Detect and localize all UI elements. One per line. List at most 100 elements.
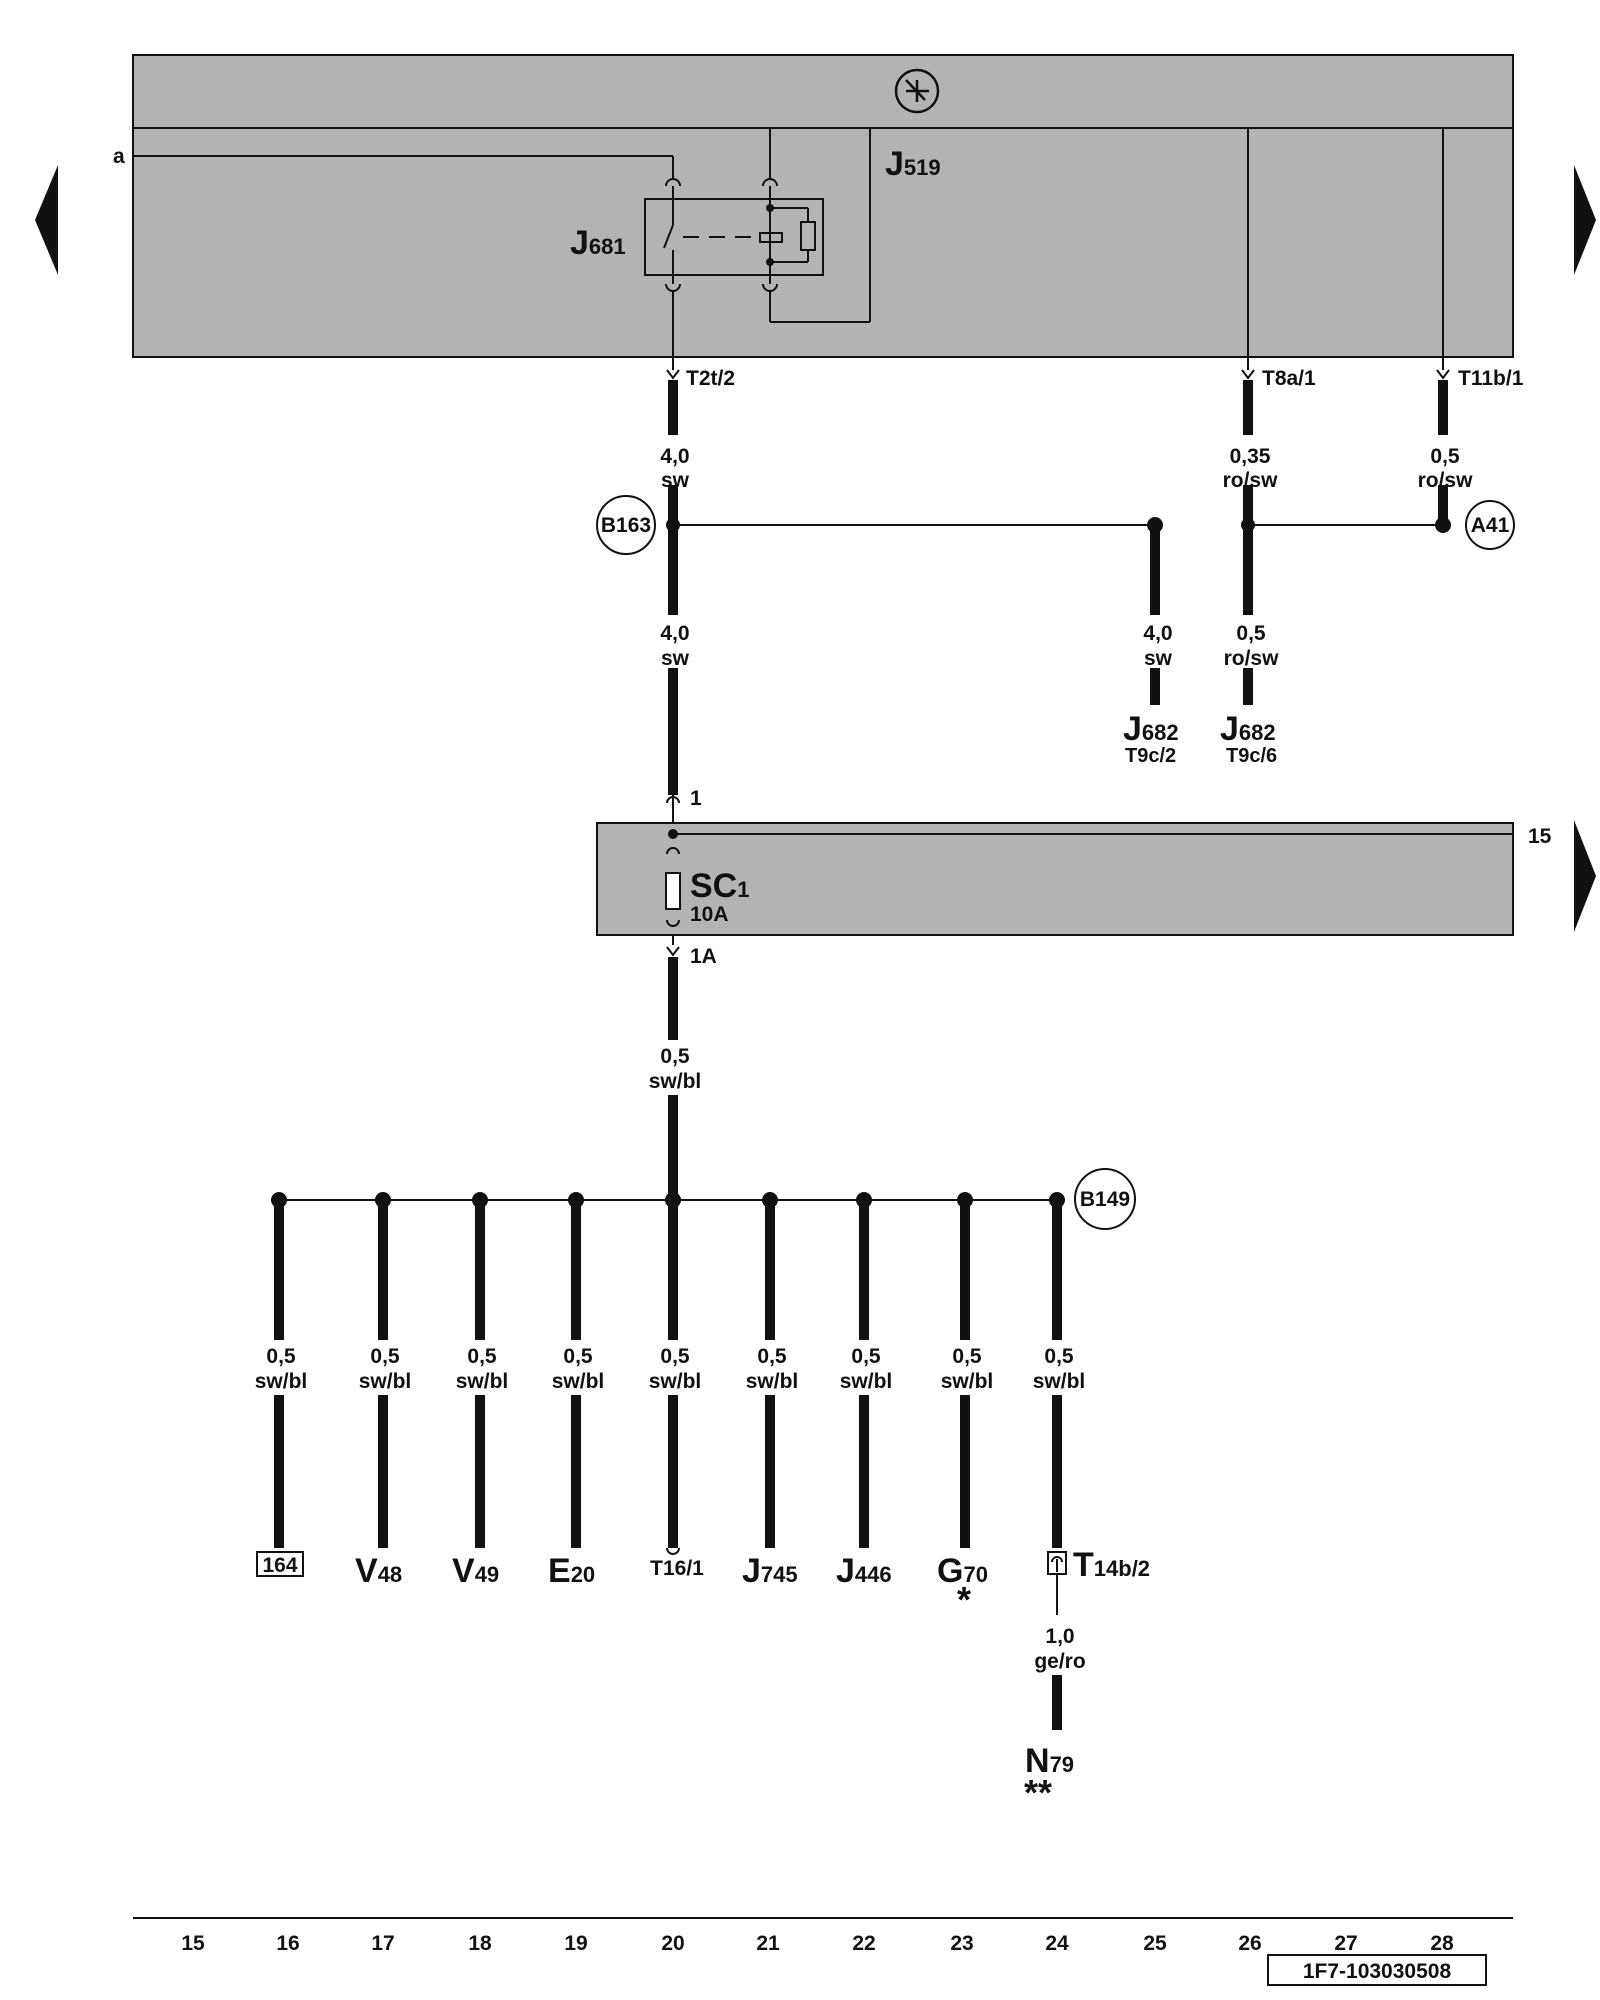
b163-label: B163 (601, 514, 651, 537)
a41-junction-circle (1465, 500, 1515, 550)
terminal-label: V49 (452, 1552, 499, 1590)
wire-label-size: 0,35 (1230, 445, 1271, 468)
diagram-id: 1F7-103030508 (1303, 1960, 1452, 1983)
grid-number: 22 (852, 1932, 875, 1955)
wire-label-size: 0,5 (1044, 1345, 1074, 1368)
terminal-label: J446 (836, 1552, 892, 1590)
terminal-label: 164 (262, 1554, 297, 1577)
svg-text:1: 1 (690, 787, 702, 810)
terminal-label: J745 (742, 1552, 798, 1590)
wire-label-size: 0,5 (563, 1345, 593, 1368)
b163-junction-circle (596, 495, 656, 555)
j682-right-pin: T9c/6 (1226, 745, 1277, 767)
wire-label-color: sw/bl (552, 1370, 605, 1393)
wire-label-size: 0,5 (467, 1345, 497, 1368)
n79-label: N79 (1025, 1742, 1074, 1780)
terminal-label: T14b/2 (1073, 1546, 1150, 1584)
fuse-panel (596, 822, 1514, 936)
wire-label-color: sw/bl (1033, 1370, 1086, 1393)
wire-label-size: 1,0 (1045, 1625, 1074, 1648)
grid-number: 16 (276, 1932, 299, 1955)
j682-left-pin: T9c/2 (1125, 745, 1176, 767)
grid-number: 20 (661, 1932, 684, 1955)
sc1-label: SC1 (690, 867, 749, 905)
wire-label-color: ro/sw (1224, 647, 1280, 670)
terminal-label: E20 (548, 1552, 595, 1590)
connector-t11b: T11b/1 (1436, 367, 1524, 390)
j682-right-label: J682 (1220, 710, 1276, 748)
svg-text:1A: 1A (690, 945, 717, 968)
wire-label-color: ro/sw (1223, 469, 1279, 492)
wire-label-color: sw/bl (746, 1370, 799, 1393)
diagram-id-box (1267, 1954, 1487, 1986)
branch-wire: 0,5sw/bl 164 (255, 1192, 308, 1577)
wire-label-size: 0,5 (660, 1345, 690, 1368)
wire-label-color: sw/bl (941, 1370, 994, 1393)
wire-label-size: 0,5 (757, 1345, 787, 1368)
arrow-right-icon-lower[interactable] (1574, 820, 1596, 932)
wire-label-color: ro/sw (1418, 469, 1474, 492)
wire-label-size: 4,0 (660, 445, 689, 468)
grid-number: 23 (950, 1932, 973, 1955)
wire-label-color: sw (1144, 647, 1173, 670)
central-electrics-symbol-icon (894, 68, 940, 114)
a41-label: A41 (1471, 514, 1510, 537)
wire-label-color: sw/bl (840, 1370, 893, 1393)
branches: 0,5sw/bl1640,5sw/blV480,5sw/blV490,5sw/b… (255, 1192, 1150, 1620)
b149-junction-circle (1074, 1168, 1136, 1230)
connector-sc-out: 1A (666, 945, 717, 968)
grid-number: 15 (181, 1932, 205, 1955)
wire-label-size: 0,5 (1430, 445, 1460, 468)
wire-label-size: 0,5 (660, 1045, 690, 1068)
terminal-mark: * (957, 1579, 971, 1620)
wire-label-size: 0,5 (266, 1345, 296, 1368)
wire-label-color: sw/bl (649, 1070, 702, 1093)
arrow-left-icon[interactable] (35, 165, 58, 275)
n79-mark: ** (1024, 1772, 1052, 1813)
svg-text:T2t/2: T2t/2 (686, 367, 735, 390)
grid-number: 21 (756, 1932, 780, 1955)
terminal-15-label: 15 (1528, 825, 1552, 848)
wire-label-color: ge/ro (1034, 1650, 1085, 1673)
wire-label-size: 0,5 (952, 1345, 982, 1368)
grid-number: 18 (468, 1932, 492, 1955)
wire-label-color: sw (661, 469, 690, 492)
j519-label: J519 (885, 145, 941, 183)
wire-label-color: sw/bl (255, 1370, 308, 1393)
wire-label-color: sw/bl (649, 1370, 702, 1393)
connector-t2t: T2t/2 (666, 367, 735, 390)
grid-number: 26 (1238, 1932, 1261, 1955)
b149-label: B149 (1080, 1188, 1130, 1211)
wire-label-size: 4,0 (1143, 622, 1172, 645)
svg-text:T11b/1: T11b/1 (1458, 367, 1524, 390)
fuse-sc1-symbol (665, 872, 681, 910)
terminal-label: V48 (355, 1552, 402, 1590)
signal-a-label: a (113, 145, 125, 168)
grid-number: 19 (564, 1932, 587, 1955)
grid-number: 27 (1334, 1932, 1357, 1955)
wire-label-size: 0,5 (851, 1345, 881, 1368)
j681-label: J681 (570, 224, 626, 262)
grid-number: 28 (1430, 1932, 1454, 1955)
terminal-label: T16/1 (650, 1557, 704, 1580)
wire-label-color: sw (661, 647, 690, 670)
connector-t8a: T8a/1 (1241, 367, 1316, 390)
wire-label-size: 0,5 (370, 1345, 400, 1368)
grid-number: 25 (1143, 1932, 1167, 1955)
arrow-right-icon[interactable] (1574, 165, 1596, 275)
grid-number: 24 (1045, 1932, 1069, 1955)
wire-label-size: 4,0 (660, 622, 689, 645)
svg-text:T8a/1: T8a/1 (1262, 367, 1316, 390)
j682-left-label: J682 (1123, 710, 1179, 748)
wire-label-size: 0,5 (1236, 622, 1266, 645)
